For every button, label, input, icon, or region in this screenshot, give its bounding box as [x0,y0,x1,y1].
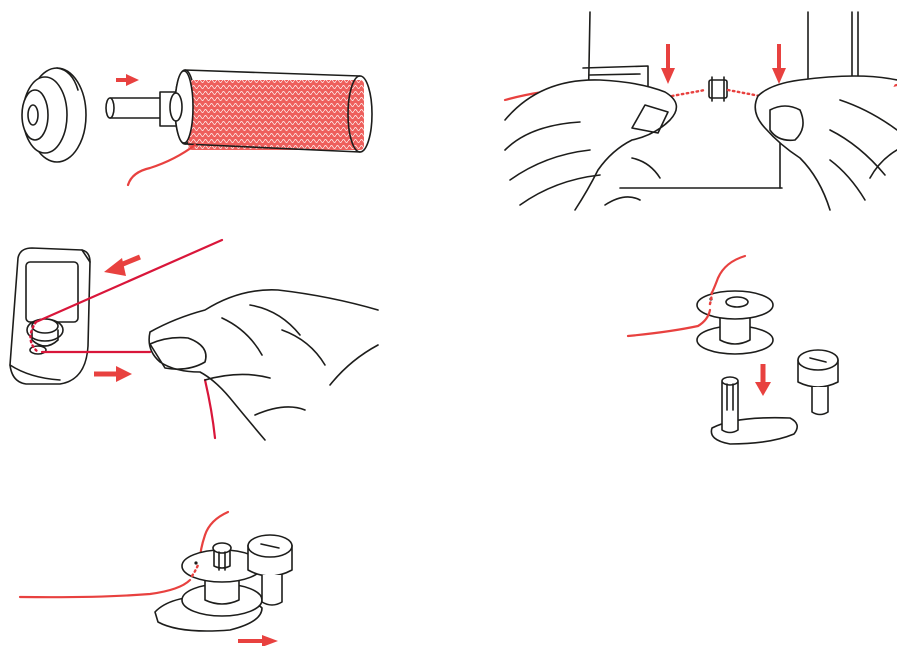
step-5-panel [18,510,293,646]
bobbin-stop-icon-2 [247,534,293,606]
arrow-left-icon [104,254,141,276]
tension-thread-tail [203,378,217,440]
wind-thread-lead [18,578,192,599]
arrow-down-icon-2 [772,44,786,84]
arrow-down-icon-3 [755,364,771,396]
arrow-right-icon [116,74,139,86]
arrow-right-icon-2 [94,366,132,382]
bobbin-thread-lead [626,308,712,338]
bobbin-stop-icon [797,349,839,416]
guide-thread-dots [670,88,762,98]
step-4-panel [626,254,839,445]
right-hand-icon [754,75,897,211]
hand-icon [148,289,379,441]
left-hand-icon [504,79,678,211]
thread-winding [188,80,364,150]
tension-thread-upper [34,238,224,324]
loose-thread [126,143,197,187]
step-1-panel [21,67,373,187]
tension-thread-dots [29,320,40,354]
thread-spool-icon [105,69,373,153]
bobbin-icon [696,290,774,355]
arrow-down-icon [661,44,675,84]
thread-guide-icon [708,76,728,102]
step-3-panel [9,238,379,441]
arrow-right-icon-3 [238,635,278,646]
step-2-panel [503,11,897,211]
bobbin-on-spindle-icon [154,542,263,632]
spool-cap-icon [21,67,87,163]
bobbin-spindle-icon [710,376,798,445]
